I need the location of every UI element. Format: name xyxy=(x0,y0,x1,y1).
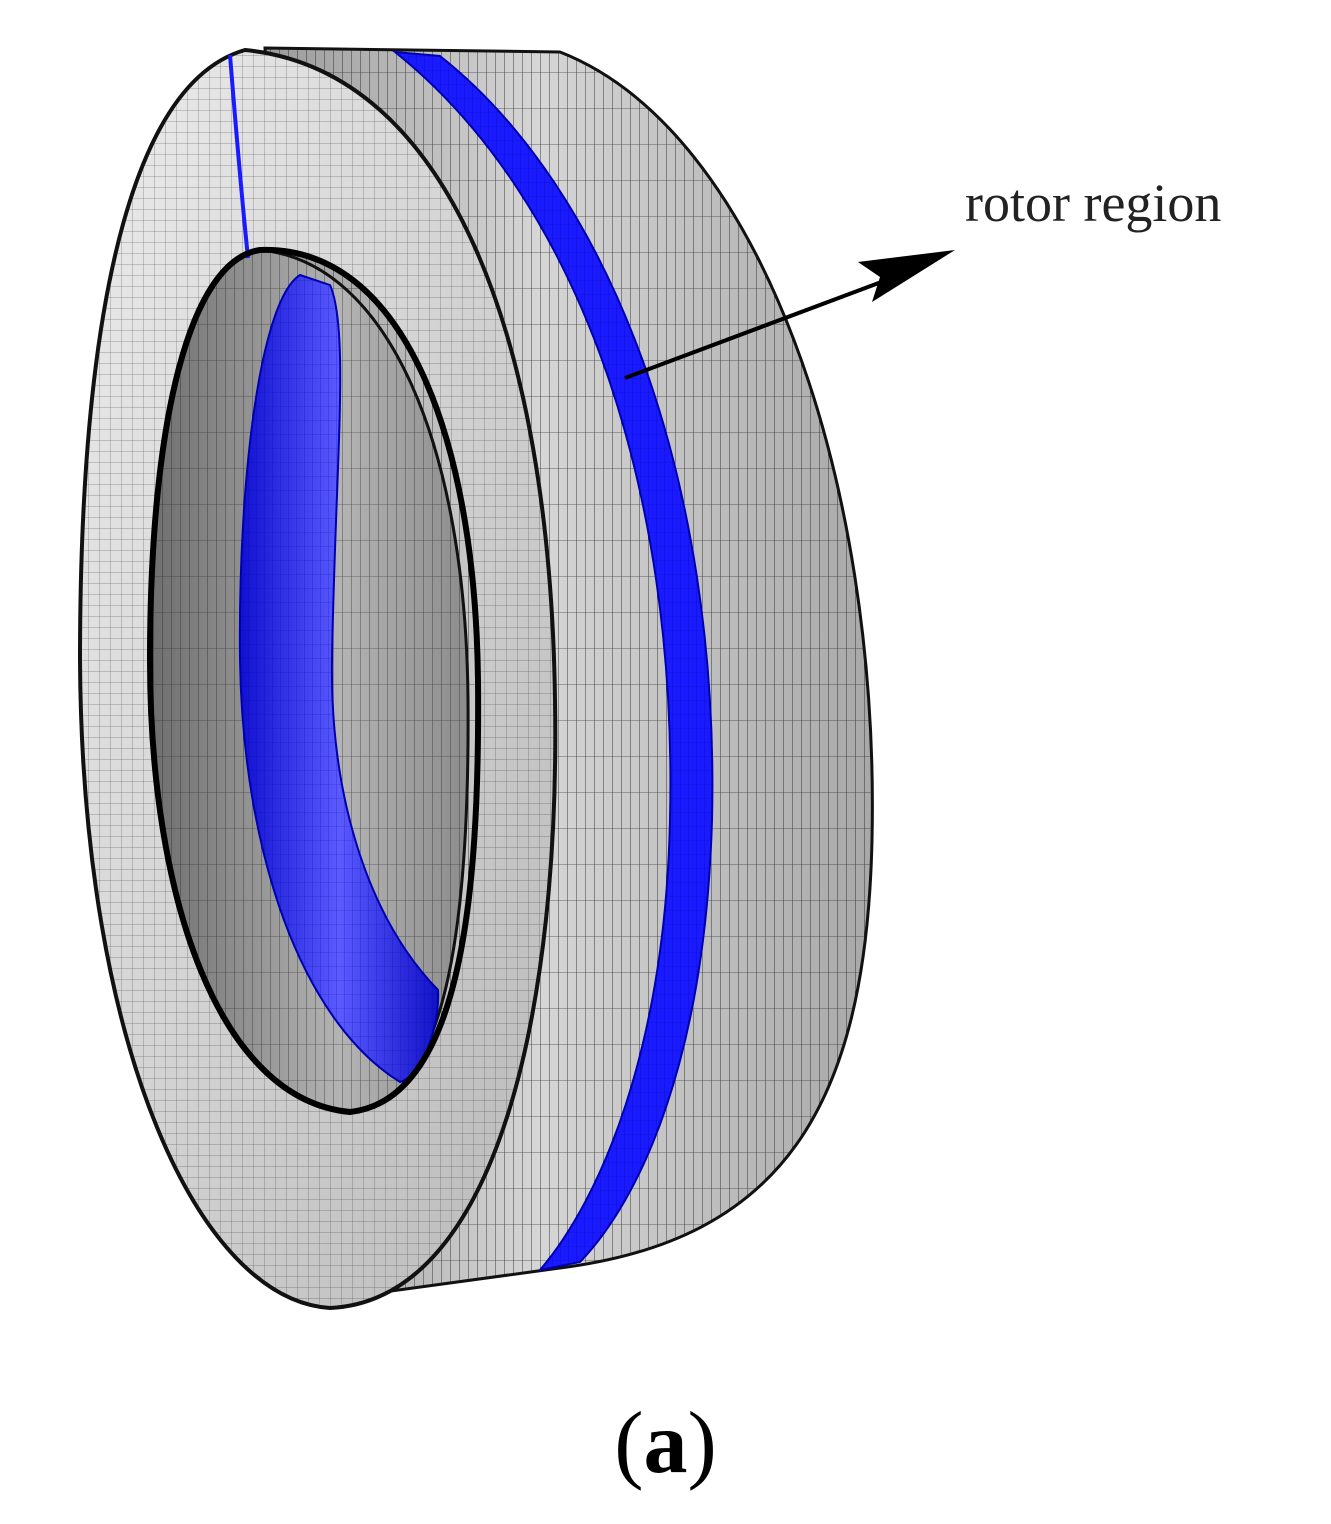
front-face-mesh xyxy=(80,50,556,1308)
annotation-arrow-shaft xyxy=(624,273,901,380)
panel-label-open: ( xyxy=(614,1395,644,1492)
annotation-label: rotor region xyxy=(965,173,1222,233)
rotor-band-inner-mesh xyxy=(239,275,439,1082)
panel-label: (a) xyxy=(0,1400,1331,1488)
panel-label-letter: a xyxy=(643,1395,688,1492)
rotor-band-outer-mesh xyxy=(395,52,713,1270)
panel-label-close: ) xyxy=(687,1395,717,1492)
bore-rim xyxy=(146,246,482,1116)
rotor-seam-line xyxy=(228,54,250,259)
annotation-arrow-head xyxy=(858,250,955,302)
